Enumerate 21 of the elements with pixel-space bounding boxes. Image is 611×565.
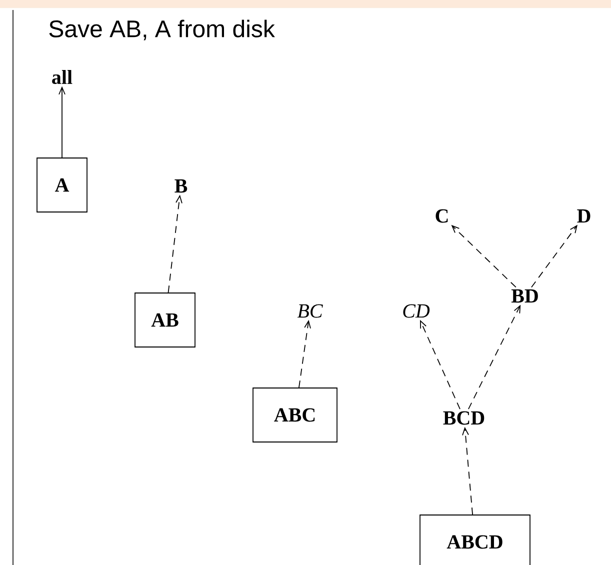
node-label: C [436, 209, 448, 223]
arrow [451, 224, 516, 288]
arrow [468, 304, 521, 410]
arrow [298, 320, 311, 388]
node-label: BC [297, 304, 323, 318]
box: A [36, 158, 88, 212]
node-label: D [577, 209, 590, 223]
arrow [168, 194, 182, 293]
arrow [462, 426, 474, 515]
box: AB [134, 292, 196, 348]
node-label: BCD [443, 411, 484, 425]
arrow [531, 224, 578, 288]
node-label: B [174, 179, 188, 193]
title: Save AB, A from disk [49, 20, 275, 40]
node-label: BD [511, 289, 538, 303]
node-label: all [52, 70, 72, 84]
node-label: CD [403, 304, 430, 318]
arrow [420, 320, 460, 410]
arrow [58, 86, 66, 158]
box: ABC [252, 388, 338, 442]
box: ABCD [420, 514, 530, 565]
